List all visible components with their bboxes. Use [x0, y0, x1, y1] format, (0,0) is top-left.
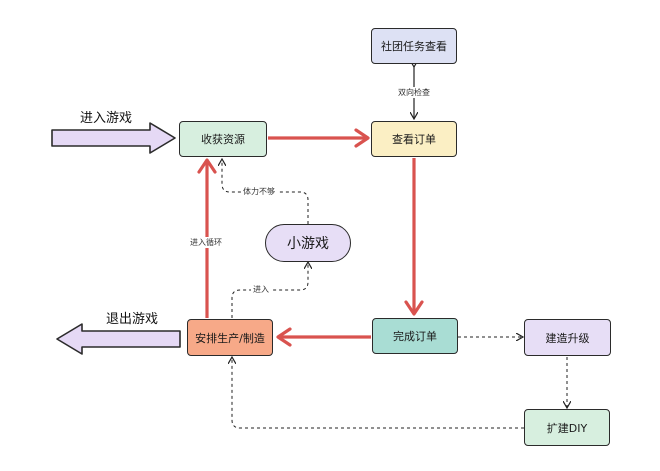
node-expand-diy: 扩建DIY: [524, 409, 610, 446]
label-enter-loop: 进入循环: [188, 237, 224, 248]
node-check-orders: 查看订单: [371, 121, 457, 157]
dashed-minigame-to-harvest: [222, 160, 309, 224]
exit-game-arrow: [56, 323, 181, 355]
label-enter-game: 进入游戏: [80, 111, 133, 126]
node-minigame: 小游戏: [265, 224, 351, 262]
node-arrange-production: 安排生产/制造: [187, 319, 273, 356]
dashed-diy-to-produce: [232, 358, 524, 429]
node-club-tasks: 社团任务查看: [371, 28, 457, 64]
node-complete-orders: 完成订单: [372, 318, 458, 354]
label-bidirectional-check: 双向检查: [396, 87, 432, 98]
label-enter: 进入: [251, 284, 271, 295]
node-harvest-resources: 收获资源: [179, 121, 267, 157]
node-build-upgrade: 建造升级: [524, 319, 611, 356]
label-exit-game: 退出游戏: [106, 312, 159, 327]
enter-game-arrow: [51, 122, 176, 154]
label-stamina-low: 体力不够: [241, 186, 277, 197]
